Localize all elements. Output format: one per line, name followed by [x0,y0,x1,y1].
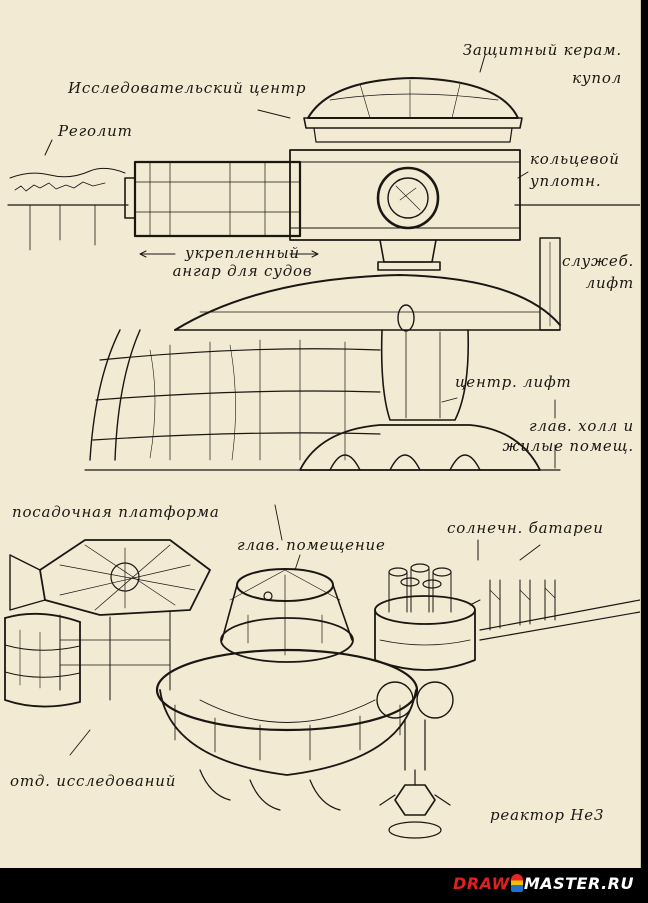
watermark-logo: DRAW MASTER.RU [453,874,634,893]
footer-bar: DRAW MASTER.RU [0,868,648,903]
sketch-sheet: Защитный керам. купол Исследовательский … [0,0,641,868]
label-main-room: глав. помещение [237,536,386,554]
label-landing-platform: посадочная платформа [12,503,220,521]
label-solar-batteries: солнечн. батареи [447,519,604,537]
label-dome: Защитный керам. купол [462,41,622,87]
label-ring-seal: кольцевой уплотн. [530,150,620,190]
label-service-lift: служеб. лифт [562,252,635,292]
watermark-part1: DRAW [453,874,510,893]
label-research-dept: отд. исследований [10,772,177,790]
station-sketch-drawing [4,54,640,839]
watermark-part2: MASTER.RU [523,874,634,893]
label-hangar: укрепленный ангар для судов [172,244,313,280]
label-regolith: Реголит [58,122,133,140]
label-central-lift: центр. лифт [455,373,572,391]
label-main-hall: глав. холл и жилые помещ. [502,417,634,455]
label-research-center: Исследовательский центр [68,79,307,97]
parrot-icon [510,874,523,892]
label-reactor: реактор He3 [490,806,605,824]
